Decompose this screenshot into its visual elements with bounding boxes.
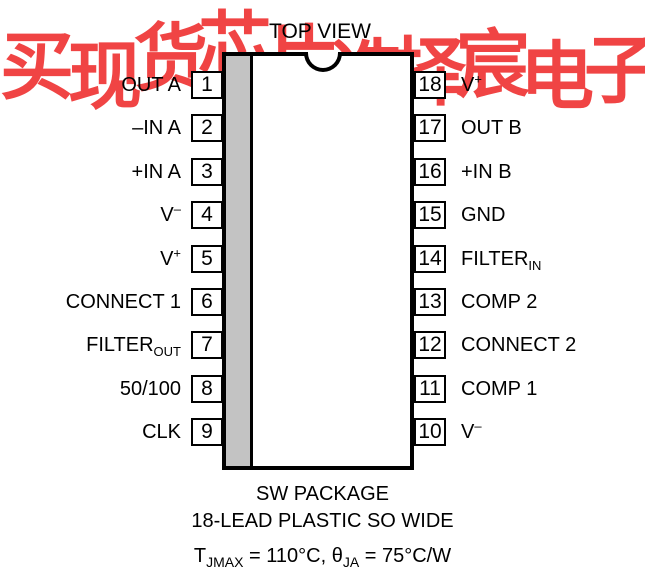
pin-6-label: CONNECT 1 xyxy=(66,288,181,316)
pin-9-number: 9 xyxy=(191,418,223,447)
pin-6-number: 6 xyxy=(191,288,223,316)
tjmax-symbol: T xyxy=(193,545,207,567)
watermark-char: 现 xyxy=(68,34,142,120)
pin-name-superscript: + xyxy=(173,244,181,260)
pin-7-number: 7 xyxy=(191,331,223,360)
pin-7-label: FILTEROUT xyxy=(86,331,181,359)
pin-13-number: 13 xyxy=(414,288,446,316)
pin-name: CLK xyxy=(142,421,181,444)
pin-name: FILTER xyxy=(461,247,529,270)
pin-name: FILTER xyxy=(86,334,154,357)
pin-name: V xyxy=(160,204,174,227)
pin-5-label: V+ xyxy=(160,245,181,273)
pin-15-label: GND xyxy=(461,201,505,229)
thermal-spec: TJMAX = 110°C, θJA = 75°C/W xyxy=(0,545,645,570)
pin-name: V xyxy=(160,247,174,270)
theta-symbol: θ xyxy=(331,545,343,567)
pin-4-number: 4 xyxy=(191,201,223,230)
pin-8-number: 8 xyxy=(191,374,223,403)
pin-name: OUT B xyxy=(461,117,522,140)
top-view-label: TOP VIEW xyxy=(269,20,371,43)
tjmax-subscript: JMAX xyxy=(206,554,244,570)
theta-value: = 75°C/W xyxy=(359,545,452,567)
pin-name-superscript: + xyxy=(474,71,482,87)
pin-name-subscript: OUT xyxy=(153,344,181,360)
pin-15-number: 15 xyxy=(414,201,446,230)
pin-16-number: 16 xyxy=(414,157,446,186)
pin-3-label: +IN A xyxy=(132,158,181,186)
watermark-char: 电 xyxy=(520,34,594,120)
pin-name: OUT A xyxy=(121,74,181,96)
pin-11-number: 11 xyxy=(414,374,446,403)
pin-name: COMP 1 xyxy=(461,377,538,400)
theta-subscript: JA xyxy=(342,554,360,570)
pin-3-number: 3 xyxy=(191,157,223,186)
pin-name-superscript: – xyxy=(474,418,482,434)
pin-name: V xyxy=(461,421,475,444)
pin-name: CONNECT 2 xyxy=(461,334,577,357)
pin1-stripe xyxy=(226,56,253,466)
pin-9-label: CLK xyxy=(142,418,181,446)
pin-name: +IN A xyxy=(131,160,181,183)
pin-17-label: OUT B xyxy=(461,114,522,142)
pin-11-label: COMP 1 xyxy=(461,375,537,403)
pin-name: COMP 2 xyxy=(461,291,538,313)
pin-16-label: +IN B xyxy=(461,158,512,186)
pin-5-number: 5 xyxy=(191,244,223,273)
watermark-char: 买 xyxy=(0,24,74,110)
pin-2-label: –IN A xyxy=(132,114,181,142)
pin-14-label: FILTERIN xyxy=(461,245,541,273)
pin-8-label: 50/100 xyxy=(120,375,181,403)
package-description: 18-LEAD PLASTIC SO WIDE xyxy=(191,510,454,532)
pin-name: –IN A xyxy=(132,117,181,140)
pin-name-superscript: – xyxy=(173,201,181,217)
pin-1-label: OUT A xyxy=(121,71,181,99)
pin-name: GND xyxy=(461,204,506,227)
pin-17-number: 17 xyxy=(414,114,446,143)
pin-10-number: 10 xyxy=(414,418,446,447)
tjmax-value: = 110°C, xyxy=(243,545,332,567)
pin-name: +IN B xyxy=(461,160,512,183)
pin-18-label: V+ xyxy=(461,71,482,99)
pin-1-number: 1 xyxy=(191,71,223,99)
watermark-char: 宸 xyxy=(456,22,530,108)
pin-10-label: V– xyxy=(461,418,482,446)
pin-12-number: 12 xyxy=(414,331,446,360)
pin-name-subscript: IN xyxy=(528,257,542,273)
pin-18-number: 18 xyxy=(414,71,446,99)
pin-4-label: V– xyxy=(160,201,181,229)
watermark-char: 子 xyxy=(584,28,645,114)
pin-name: V xyxy=(461,74,475,96)
pin-12-label: CONNECT 2 xyxy=(461,331,576,359)
ic-package-body xyxy=(222,52,414,470)
pin-2-number: 2 xyxy=(191,114,223,143)
package-name: SW PACKAGE xyxy=(256,483,389,505)
pin-name: 50/100 xyxy=(119,377,181,400)
pin-14-number: 14 xyxy=(414,244,446,273)
orientation-notch xyxy=(304,52,342,72)
pin-name: CONNECT 1 xyxy=(65,291,181,313)
pin-13-label: COMP 2 xyxy=(461,288,537,316)
